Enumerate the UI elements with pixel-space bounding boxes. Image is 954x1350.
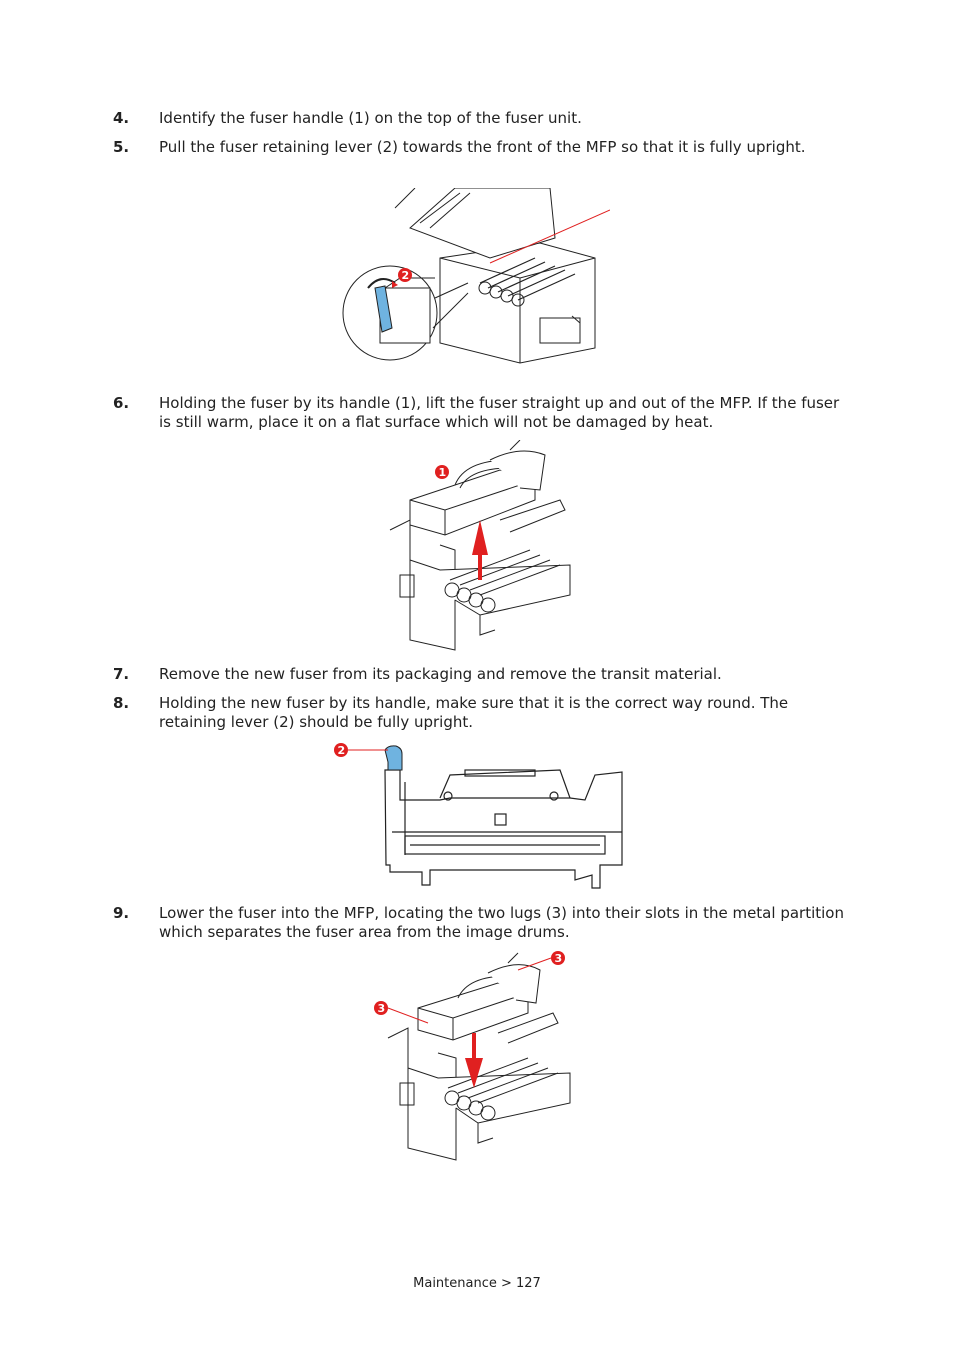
figure-lower-fuser: 3 3 [374,951,571,1161]
figure-lift-fuser: 1 [389,440,571,651]
callout-2-label: 2 [338,744,346,757]
callout-1-label: 1 [439,466,447,479]
step-text: Holding the new fuser by its handle, mak… [159,694,789,731]
figure-new-fuser: 2 [334,743,623,889]
step-number: 9. [113,904,130,922]
step-number: 7. [113,665,130,683]
step-number: 5. [113,138,130,156]
step-text: Holding the fuser by its handle (1), lif… [159,394,840,431]
callout-2-label: 2 [402,269,410,282]
step-text: Identify the fuser handle (1) on the top… [159,109,582,127]
callout-3-label: 3 [378,1002,386,1015]
step-text: Lower the fuser into the MFP, locating t… [159,904,844,941]
figure-fuser-handle-lever: 1 2 [342,188,610,364]
callout-3-label: 3 [555,952,563,965]
step-number: 4. [113,109,130,127]
callout-1-badge [435,465,449,479]
step-text: Remove the new fuser from its packaging … [159,665,722,683]
callout-2-badge [398,268,412,282]
callout-3-badge [374,1001,388,1015]
callout-2-badge [334,743,348,757]
step-text: Pull the fuser retaining lever (2) towar… [159,138,806,156]
page-footer: Maintenance > 127 [413,1276,541,1291]
step-number: 6. [113,394,130,412]
step-number: 8. [113,694,130,712]
callout-3-badge [551,951,565,965]
